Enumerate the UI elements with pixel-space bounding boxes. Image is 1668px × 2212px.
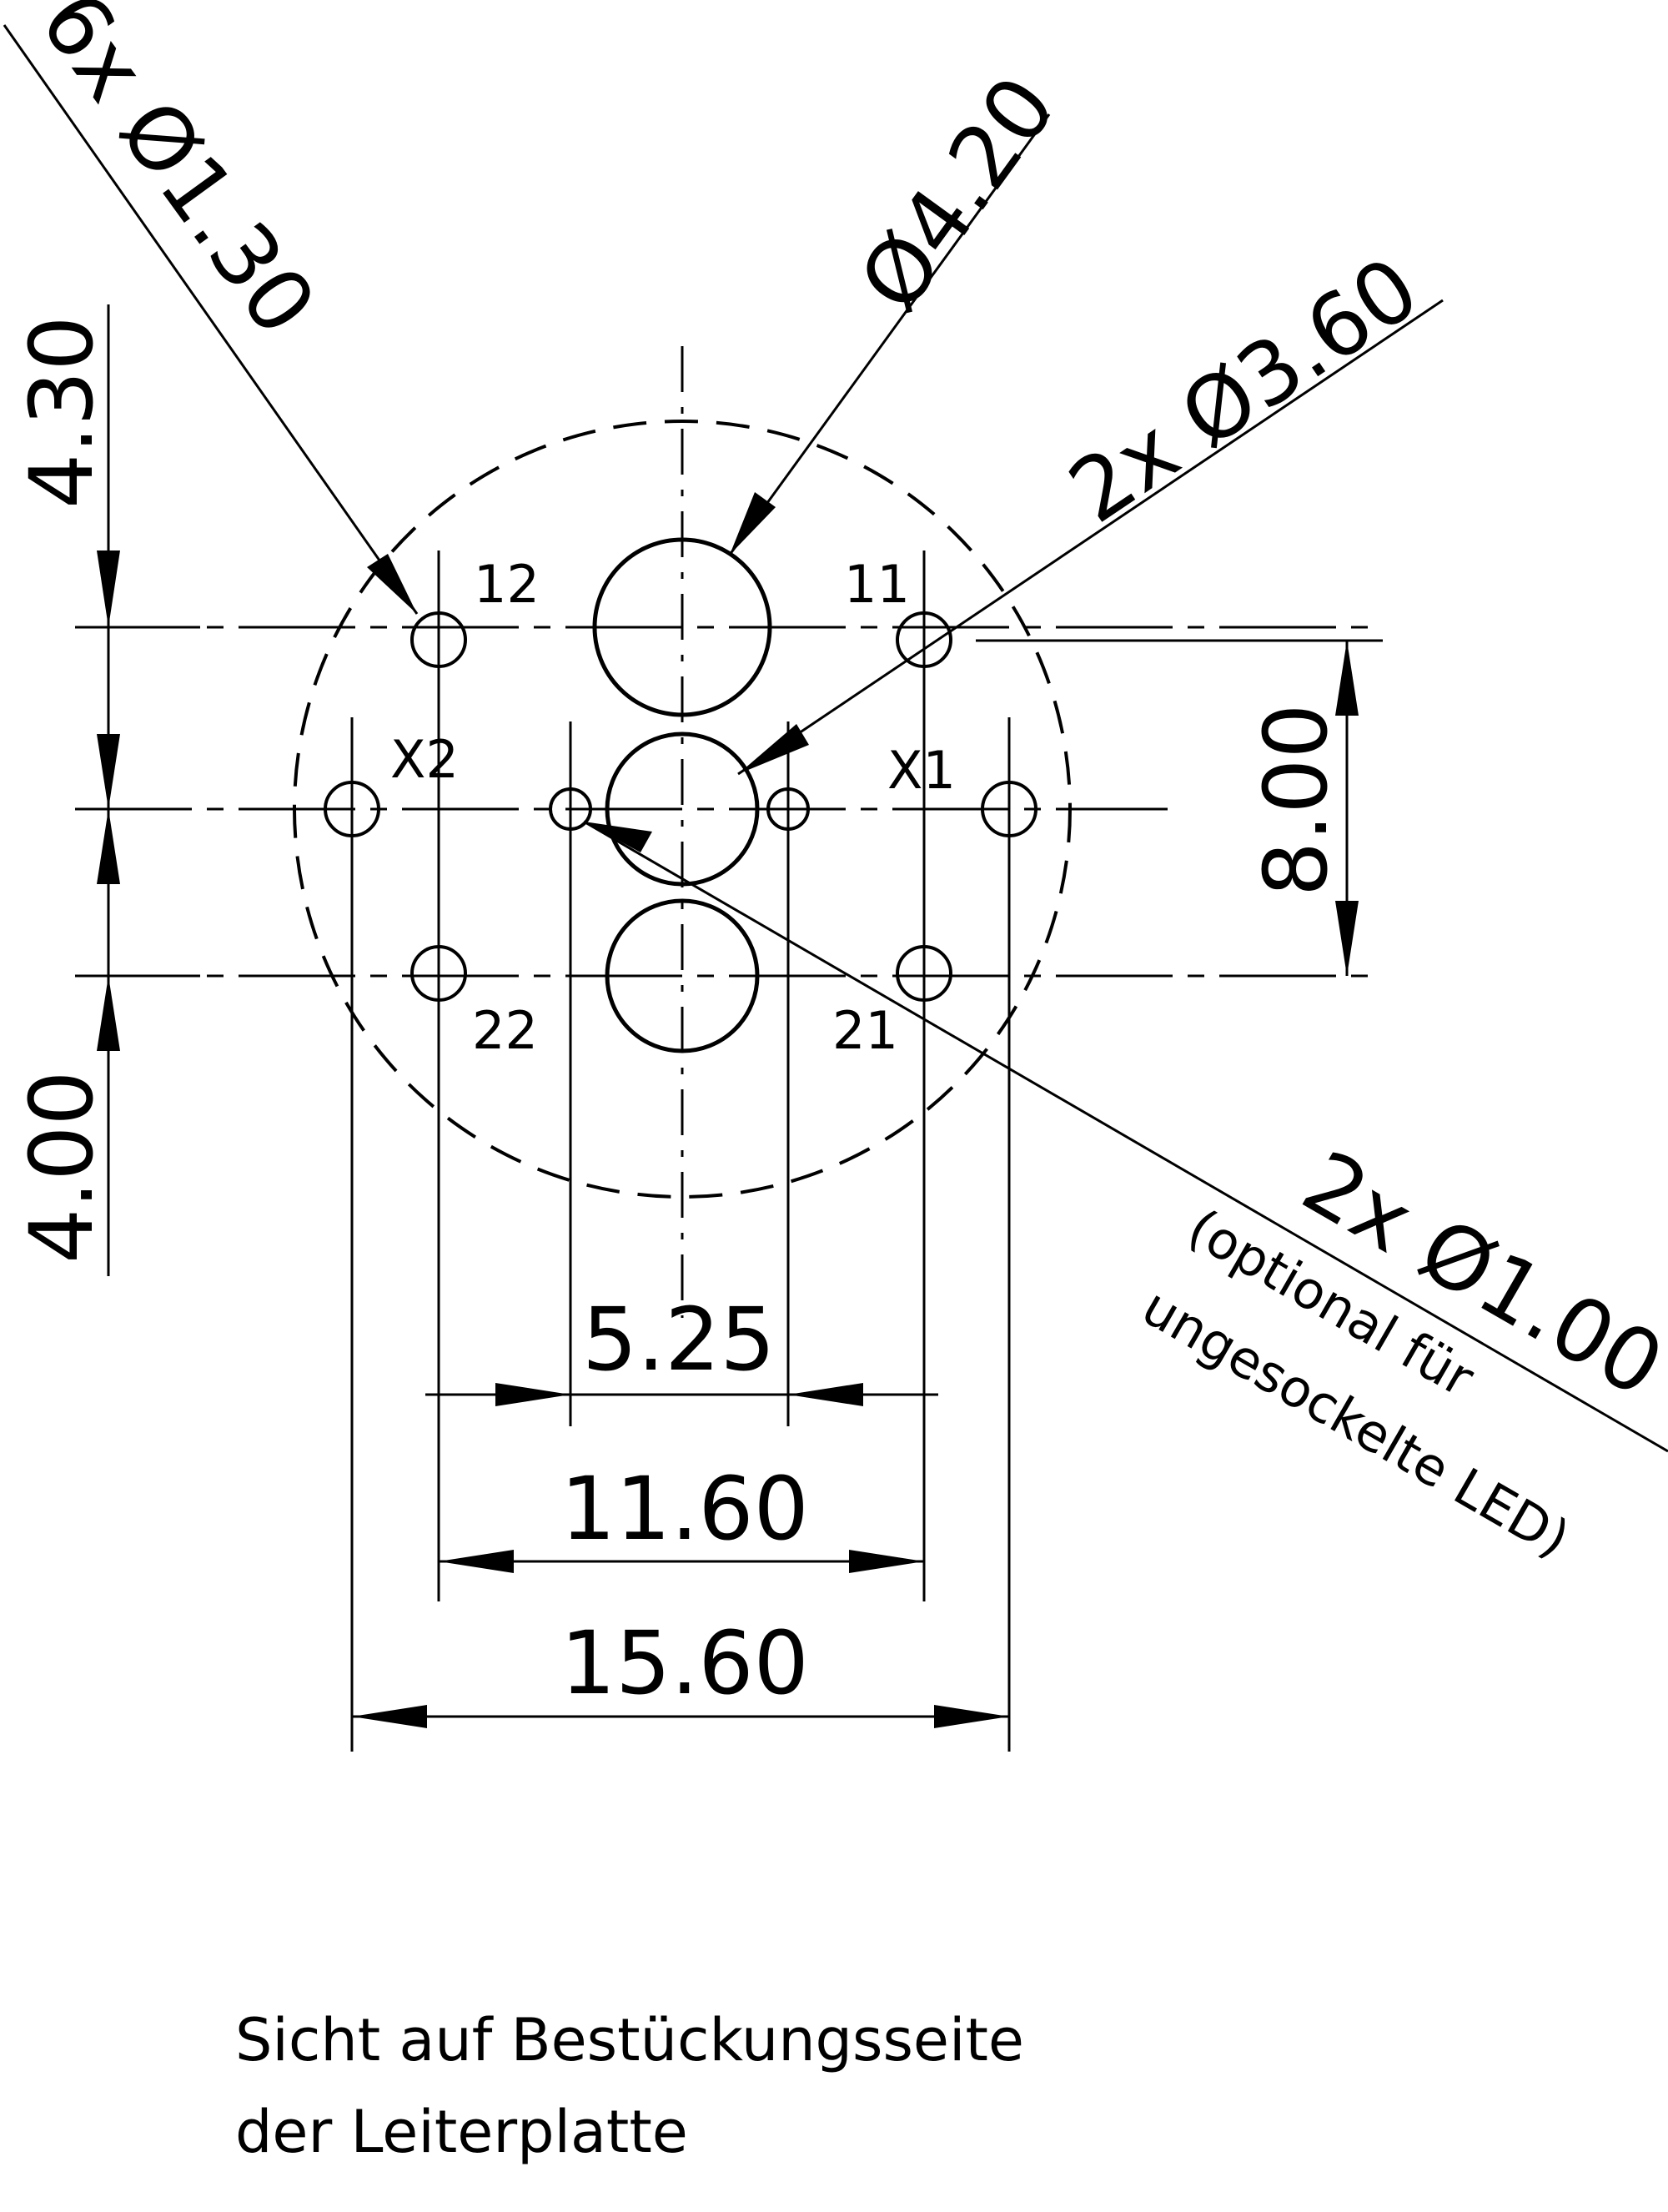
hole-led-right bbox=[766, 787, 810, 831]
pin-label-x2: X2 bbox=[390, 729, 459, 790]
arrow-1160-left bbox=[439, 1550, 514, 1573]
arrow-leader-100 bbox=[584, 822, 652, 852]
pin-label-11: 11 bbox=[844, 554, 910, 615]
arrow-430-up bbox=[97, 734, 120, 809]
arrow-400-down bbox=[97, 809, 120, 884]
label-dim-1160: 11.60 bbox=[560, 1458, 809, 1560]
hole-led-left bbox=[549, 787, 592, 831]
caption-line-1: Sicht auf Bestückungsseite bbox=[235, 2006, 1024, 2074]
label-dim-1560: 15.60 bbox=[560, 1612, 809, 1714]
label-dim-525: 5.25 bbox=[582, 1289, 776, 1390]
hole-pin-21 bbox=[896, 945, 952, 1002]
arrow-leader-130 bbox=[367, 554, 417, 614]
arrow-525-left bbox=[495, 1383, 570, 1406]
hole-x1 bbox=[981, 781, 1037, 837]
hole-x2 bbox=[324, 781, 380, 837]
leader-360 bbox=[737, 299, 1444, 776]
label-hole-420: Ø4.20 bbox=[840, 58, 1076, 329]
leader-130 bbox=[3, 24, 419, 615]
label-dim-400: 4.00 bbox=[11, 1070, 113, 1264]
arrow-525-right bbox=[788, 1383, 863, 1406]
arrow-leader-360 bbox=[738, 724, 809, 774]
pin-label-12: 12 bbox=[474, 554, 540, 615]
hole-420 bbox=[592, 537, 772, 717]
label-holes-130: 6x Ø1.30 bbox=[21, 0, 335, 353]
arrow-430-down bbox=[97, 550, 120, 627]
hole-360-lower bbox=[605, 898, 760, 1053]
hole-pin-22 bbox=[410, 945, 467, 1002]
arrow-800-up bbox=[1335, 641, 1359, 716]
arrow-1160-right bbox=[849, 1550, 924, 1573]
arrow-800-down bbox=[1335, 901, 1359, 976]
caption-line-2: der Leiterplatte bbox=[235, 2098, 688, 2166]
arrow-400-up bbox=[97, 976, 120, 1051]
hole-pin-11 bbox=[896, 611, 952, 668]
arrow-1560-left bbox=[352, 1705, 427, 1728]
pin-label-x1: X1 bbox=[887, 740, 956, 801]
leader-420 bbox=[728, 113, 1051, 556]
leader-100 bbox=[583, 820, 1668, 1453]
arrow-leader-420 bbox=[730, 492, 776, 555]
pin-label-21: 21 bbox=[832, 1000, 898, 1061]
arrow-1560-right bbox=[934, 1705, 1009, 1728]
pin-label-22: 22 bbox=[472, 1000, 538, 1061]
hole-pin-12 bbox=[410, 611, 467, 668]
label-dim-430: 4.30 bbox=[11, 315, 113, 509]
label-dim-800: 8.00 bbox=[1245, 703, 1347, 897]
hole-360-upper bbox=[605, 731, 760, 887]
label-holes-360: 2x Ø3.60 bbox=[1052, 237, 1436, 542]
